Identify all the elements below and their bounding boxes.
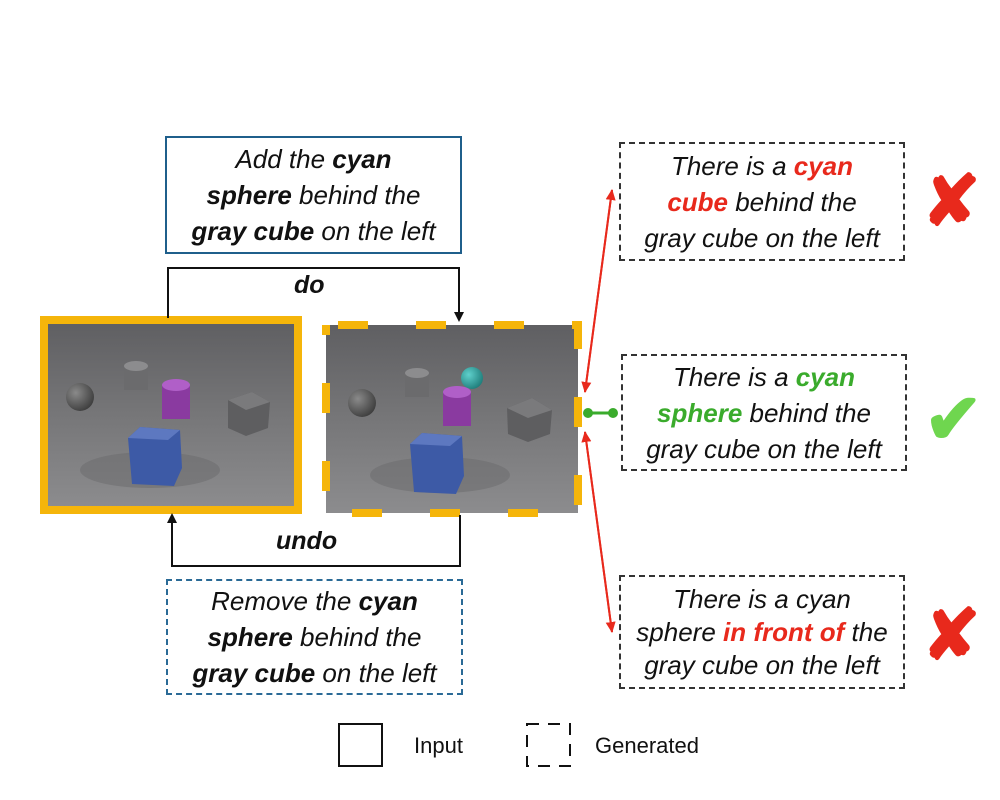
input-scene-image	[46, 322, 296, 508]
undo-label: undo	[276, 527, 338, 555]
caption-text-3: There is a cyan sphere in front of the g…	[636, 583, 888, 680]
wrong-arrow-up-back	[581, 189, 613, 393]
do-instruction-box: Add the cyan sphere behind the gray cube…	[165, 136, 462, 254]
caption-text-2: There is a cyan sphere behind the gray c…	[646, 361, 882, 464]
cross-icon: ✘	[922, 162, 981, 240]
do-arrow	[167, 267, 464, 322]
legend-input-swatch	[338, 723, 383, 767]
connector-start-dot	[583, 408, 593, 418]
generated-frame	[322, 321, 582, 517]
check-icon: ✔	[924, 380, 983, 458]
do-instruction-text: Add the cyan sphere behind the gray cube…	[191, 144, 436, 246]
cross-icon: ✘	[922, 596, 981, 674]
undo-instruction-box: Remove the cyan sphere behind the gray c…	[166, 579, 463, 695]
caption-text-1: There is a cyan cube behind the gray cub…	[644, 150, 880, 253]
caption-box-3: There is a cyan sphere in front of the g…	[619, 575, 905, 689]
do-label: do	[294, 271, 325, 299]
legend-input-label: Input	[414, 733, 463, 758]
undo-instruction-text: Remove the cyan sphere behind the gray c…	[192, 586, 437, 688]
caption-box-2: There is a cyan sphere behind the gray c…	[621, 354, 907, 471]
legend-generated-label: Generated	[595, 733, 699, 758]
input-frame	[40, 316, 302, 514]
legend-generated-swatch	[526, 723, 571, 767]
undo-arrow	[167, 513, 461, 567]
wrong-arrow-down-back	[581, 431, 613, 633]
generated-scene-image	[326, 325, 578, 513]
connector-end-dot	[608, 408, 618, 418]
caption-box-1: There is a cyan cube behind the gray cub…	[619, 142, 905, 261]
